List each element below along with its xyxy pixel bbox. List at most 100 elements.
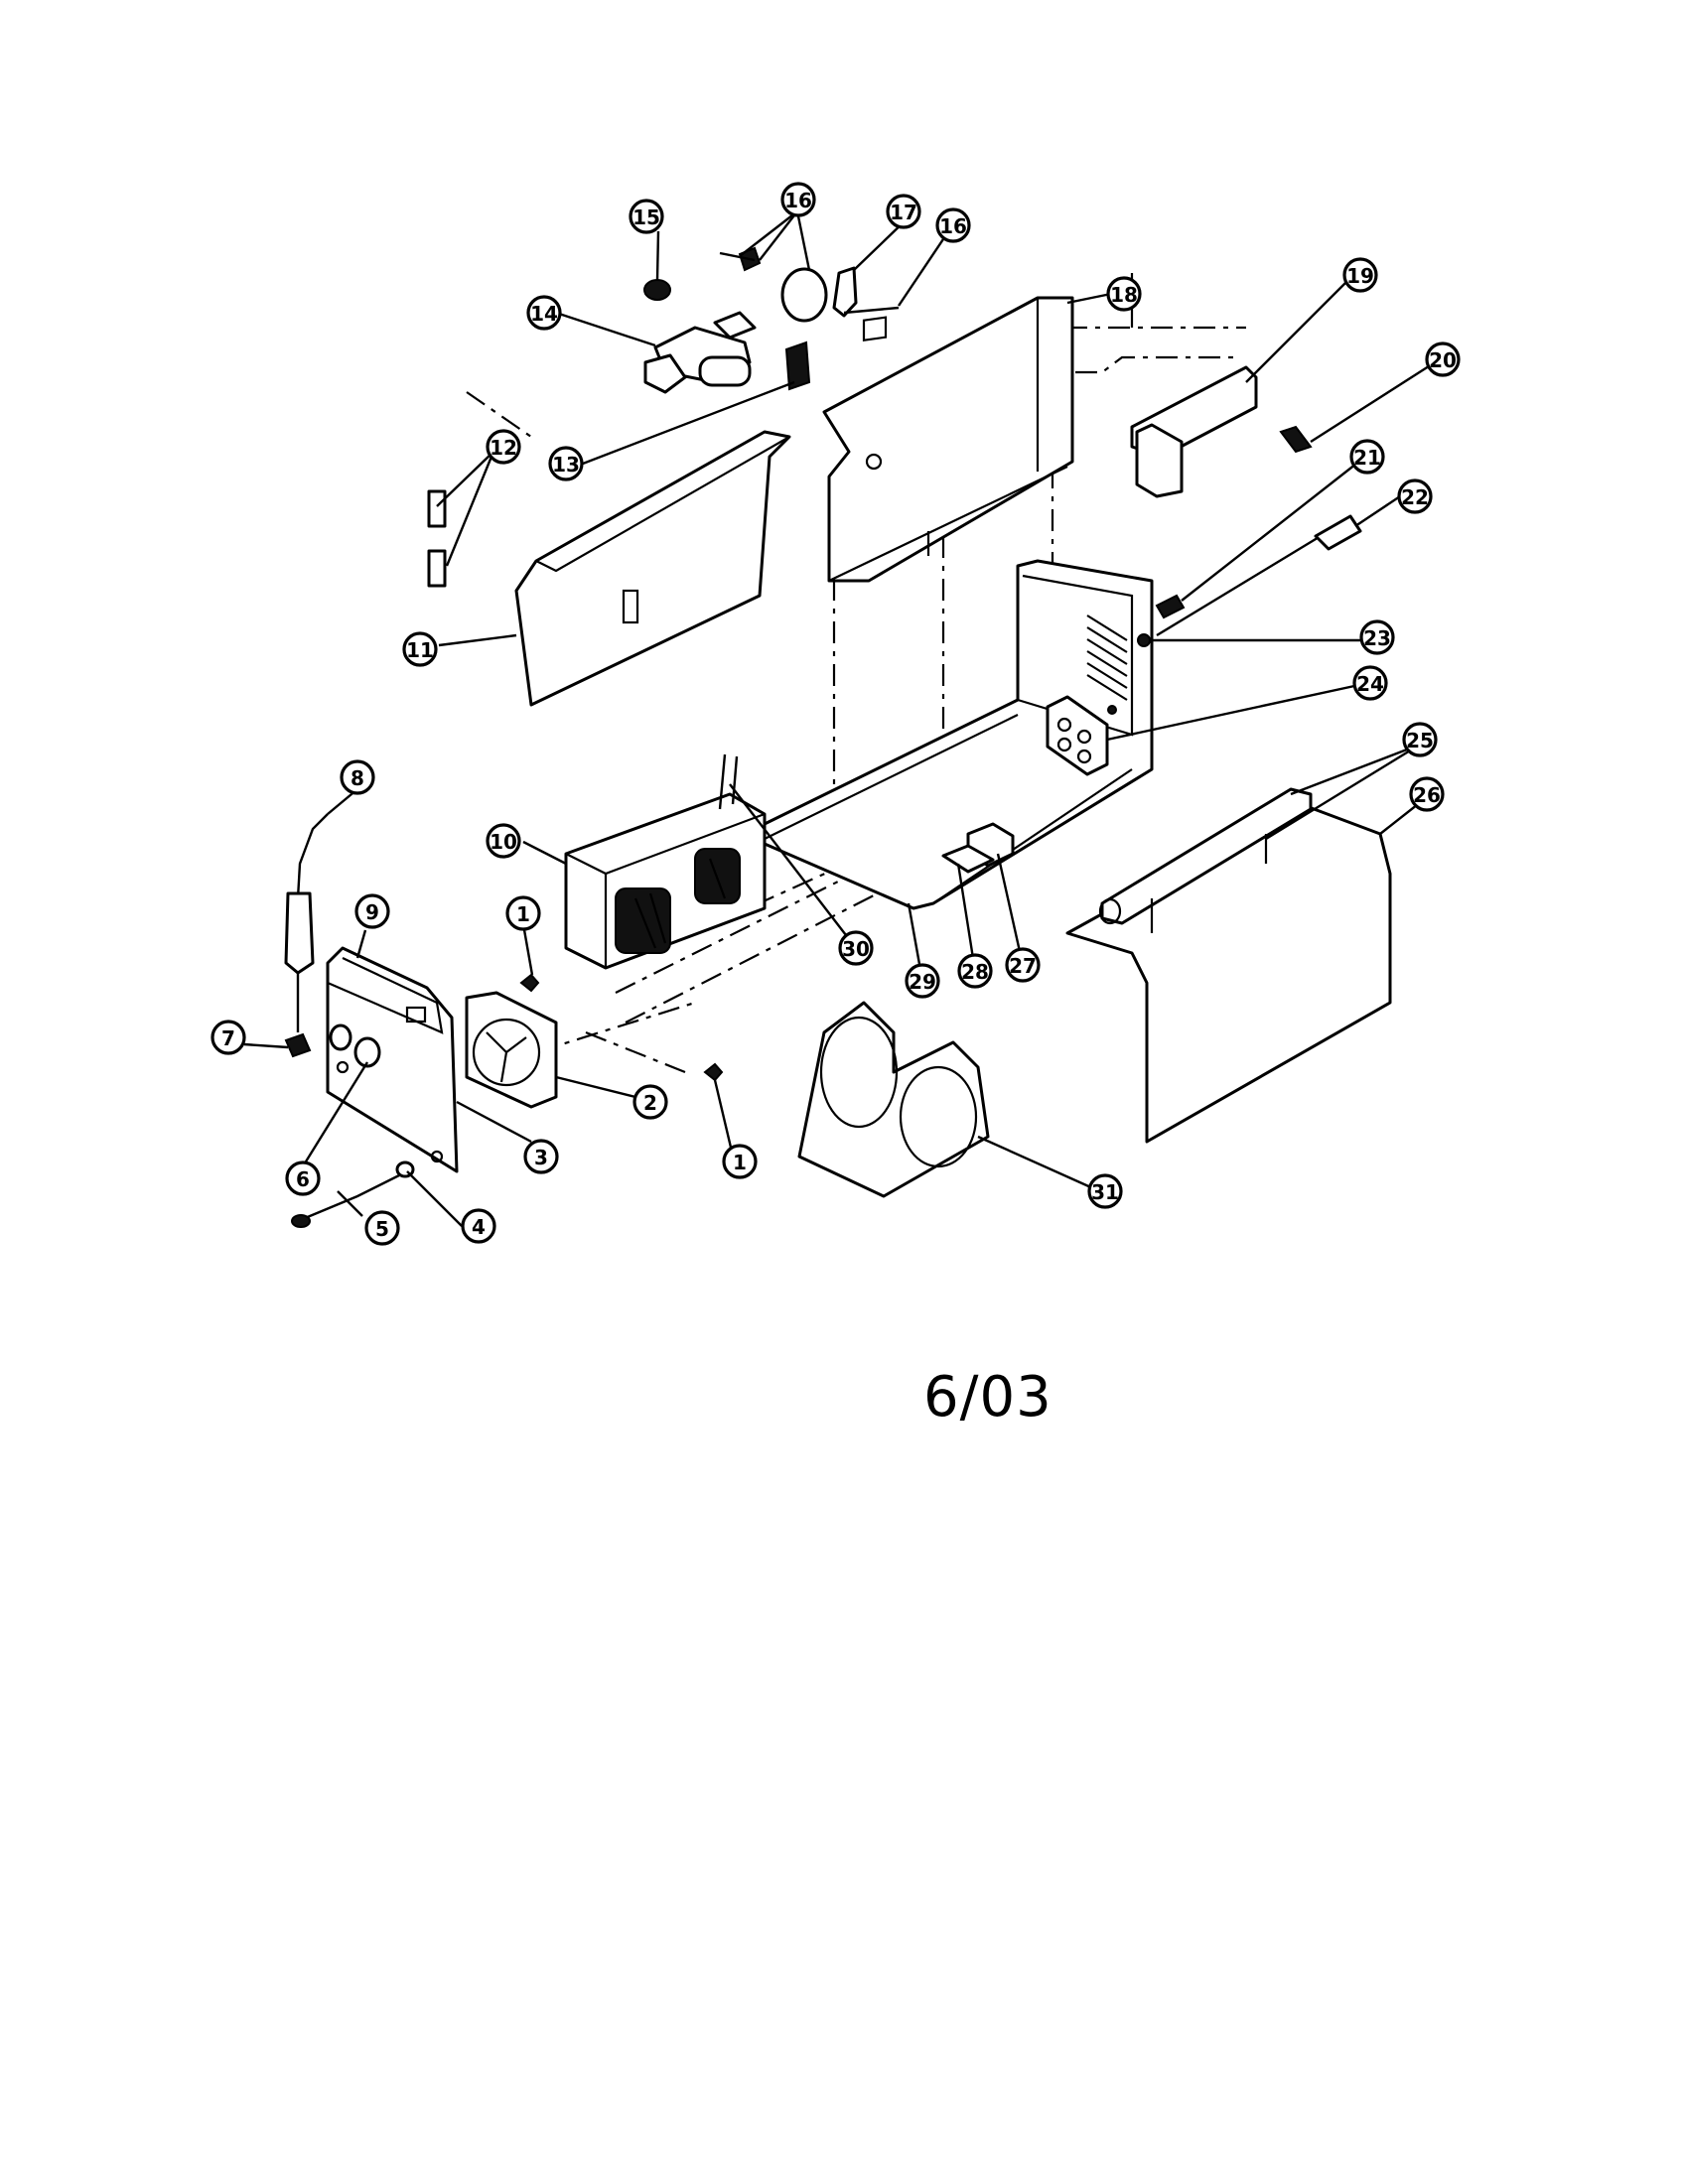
callout-22-label: 22 xyxy=(1401,485,1429,509)
terminal-plate xyxy=(1046,695,1109,776)
callout-7-label: 7 xyxy=(221,1026,235,1050)
drive-roll xyxy=(643,279,671,301)
callout-27-label: 27 xyxy=(1009,954,1037,978)
callout-15-circle xyxy=(629,199,664,234)
callout-9: 9 xyxy=(354,893,390,929)
callout-28-circle xyxy=(957,953,993,989)
callout-7-circle xyxy=(210,1020,246,1055)
bracket xyxy=(1279,425,1313,454)
callout-4-circle xyxy=(461,1208,496,1244)
callout-11-circle xyxy=(402,631,438,667)
callout-14: 14 xyxy=(526,295,562,331)
callout-19: 19 xyxy=(1342,257,1378,293)
power-cord xyxy=(1137,514,1362,647)
callout-23-label: 23 xyxy=(1363,626,1391,650)
callout-28-label: 28 xyxy=(961,960,989,984)
control-transformer xyxy=(1130,365,1258,498)
callout-25-circle xyxy=(1402,722,1438,757)
feed-grill xyxy=(784,341,811,391)
callout-1a-label: 1 xyxy=(516,902,530,926)
callout-18-circle xyxy=(1106,276,1142,312)
callout-5: 5 xyxy=(364,1210,400,1246)
date-code: 6/03 xyxy=(923,1365,1052,1430)
callout-3: 3 xyxy=(523,1139,559,1174)
top-cover xyxy=(1065,802,1392,1144)
callout-25-label: 25 xyxy=(1406,729,1434,752)
callout-1a: 1 xyxy=(505,895,541,931)
callout-16a-label: 16 xyxy=(784,189,812,212)
front-panel xyxy=(326,946,459,1173)
hinge-brackets xyxy=(427,489,447,588)
callout-16b-circle xyxy=(935,207,971,243)
callout-20-label: 20 xyxy=(1429,348,1457,372)
callout-12-label: 12 xyxy=(490,436,517,460)
callout-29: 29 xyxy=(905,963,940,999)
callout-27-circle xyxy=(1005,947,1041,983)
callout-22: 22 xyxy=(1397,478,1433,514)
callout-29-label: 29 xyxy=(909,970,936,994)
callout-16a: 16 xyxy=(780,182,816,217)
leader-lines xyxy=(243,210,1444,1227)
callout-8: 8 xyxy=(340,759,375,795)
callout-16b-label: 16 xyxy=(939,214,967,238)
callout-2: 2 xyxy=(632,1084,668,1120)
callout-5-circle xyxy=(364,1210,400,1246)
callout-1b-circle xyxy=(722,1144,758,1179)
callout-24-circle xyxy=(1352,665,1388,701)
callout-15-label: 15 xyxy=(632,205,660,229)
callout-4-label: 4 xyxy=(472,1215,486,1239)
callout-19-label: 19 xyxy=(1346,264,1374,288)
spool-stand xyxy=(797,1001,990,1198)
callout-30-circle xyxy=(838,930,874,966)
callout-25: 25 xyxy=(1402,722,1438,757)
callout-29-circle xyxy=(905,963,940,999)
welding-gun xyxy=(284,813,329,1032)
wire-leads xyxy=(718,753,739,810)
callout-31-circle xyxy=(1087,1173,1123,1209)
callout-15: 15 xyxy=(629,199,664,234)
callout-23-circle xyxy=(1359,619,1395,655)
callout-1a-circle xyxy=(505,895,541,931)
callout-7: 7 xyxy=(210,1020,246,1055)
callout-17-circle xyxy=(886,194,921,229)
callout-26: 26 xyxy=(1409,776,1445,812)
callouts: 1123456789101112131415161617181920212223… xyxy=(210,182,1461,1246)
callout-21: 21 xyxy=(1349,439,1385,475)
callout-3-label: 3 xyxy=(534,1146,548,1169)
callout-23: 23 xyxy=(1359,619,1395,655)
callout-1b-label: 1 xyxy=(733,1151,747,1174)
callout-6-label: 6 xyxy=(296,1167,310,1191)
callout-22-circle xyxy=(1397,478,1433,514)
fan xyxy=(465,991,558,1109)
rear-panel xyxy=(822,296,1074,583)
callout-5-label: 5 xyxy=(375,1217,389,1241)
callout-20-circle xyxy=(1425,341,1461,377)
callout-13-label: 13 xyxy=(552,453,580,477)
rectifier-block xyxy=(941,822,1015,874)
callout-18-label: 18 xyxy=(1110,283,1138,307)
callout-13: 13 xyxy=(548,446,584,481)
callout-17-label: 17 xyxy=(890,201,917,224)
callout-10-label: 10 xyxy=(490,830,517,854)
callout-31: 31 xyxy=(1087,1173,1123,1209)
callout-8-circle xyxy=(340,759,375,795)
callout-9-circle xyxy=(354,893,390,929)
fasteners xyxy=(519,973,724,1082)
callout-12: 12 xyxy=(486,429,521,465)
callout-19-circle xyxy=(1342,257,1378,293)
callout-28: 28 xyxy=(957,953,993,989)
callout-9-label: 9 xyxy=(365,900,379,924)
callout-13-circle xyxy=(548,446,584,481)
callout-21-label: 21 xyxy=(1353,446,1381,470)
callout-27: 27 xyxy=(1005,947,1041,983)
callout-6-circle xyxy=(285,1160,321,1196)
callout-16a-circle xyxy=(780,182,816,217)
callout-1b: 1 xyxy=(722,1144,758,1179)
callout-6: 6 xyxy=(285,1160,321,1196)
transformer xyxy=(564,792,767,970)
control-knob xyxy=(329,1024,381,1068)
callout-11: 11 xyxy=(402,631,438,667)
callout-30: 30 xyxy=(838,930,874,966)
callout-20: 20 xyxy=(1425,341,1461,377)
